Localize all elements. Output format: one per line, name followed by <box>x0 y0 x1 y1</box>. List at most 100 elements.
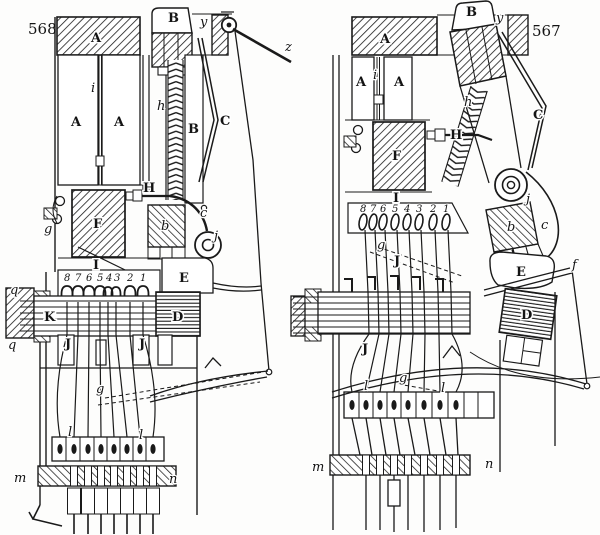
fig567-arm <box>441 0 528 202</box>
fig567-label-J-top: J <box>393 254 400 269</box>
fig568-harness-cords <box>56 334 156 438</box>
svg-text:4: 4 <box>403 204 410 215</box>
fig567-label-m: m <box>312 460 324 475</box>
fig568-takeup-lever <box>149 357 269 403</box>
fig568-label-g: g <box>44 222 52 237</box>
fig567-magnet-F <box>372 121 426 191</box>
fig567-label-E: E <box>516 265 526 280</box>
fig568-number: 568 <box>28 20 57 38</box>
fig567-link-H <box>426 128 493 142</box>
fig567-label-A-right: A <box>393 75 405 90</box>
fig568-label-J-right: J <box>138 337 145 352</box>
svg-text:5: 5 <box>97 273 103 284</box>
fig568-label-m: m <box>14 471 26 486</box>
fig567-label-g: g <box>377 238 385 253</box>
svg-text:6: 6 <box>86 273 93 284</box>
fig568-label-j: j <box>211 229 218 244</box>
fig568-comb-bar <box>37 465 177 487</box>
fig568-label-A-left: A <box>70 115 82 130</box>
svg-text:2: 2 <box>429 204 436 215</box>
svg-text:3: 3 <box>114 273 120 284</box>
fig568-label-C: C <box>220 114 230 129</box>
svg-text:7: 7 <box>370 204 377 215</box>
fig568-columns-A <box>57 54 141 186</box>
fig567-harness-cords <box>350 333 463 393</box>
fig568-block-b <box>147 204 186 248</box>
fig568-label-g2: g <box>96 382 104 397</box>
fig568-cord-E <box>212 282 262 292</box>
fig567-needle-numbers: 8 7 6 5 4 3 2 1 <box>359 203 450 216</box>
svg-text:1: 1 <box>443 204 449 215</box>
svg-text:6: 6 <box>380 204 387 215</box>
fig568-label-c: c <box>200 206 208 221</box>
fig568-needle-box <box>5 287 201 343</box>
fig567-label-h: h <box>464 95 472 110</box>
fig567-box-D <box>498 287 558 367</box>
fig568-label-i: i <box>91 81 95 96</box>
fig568-spring-h <box>167 60 184 200</box>
svg-text:7: 7 <box>75 273 82 284</box>
fig567-shoe-E <box>489 251 556 290</box>
fig567-needle-box <box>290 288 471 342</box>
figure-567: 567 A A A i B y h C H F I 8 7 6 5 4 3 2 … <box>290 0 600 532</box>
fig567-lever-C <box>497 31 547 171</box>
fig567-dashed-wires <box>369 246 463 284</box>
fig568-label-b: b <box>161 219 169 234</box>
fig567-needle-wires <box>364 229 453 335</box>
fig568-needle-hooks <box>60 285 150 302</box>
fig568-bracket-E <box>161 257 214 294</box>
fig568-label-l-right: l <box>139 428 143 443</box>
fig568-pulley <box>220 11 238 34</box>
fig567-takeup-lever <box>331 344 600 399</box>
fig567-number: 567 <box>532 22 561 40</box>
fig567-selector-hooks <box>344 275 444 292</box>
fig567-label-D: D <box>521 308 532 323</box>
fig568-label-I: I <box>93 258 99 273</box>
svg-text:4: 4 <box>105 273 112 284</box>
fig568-bottom-rods <box>67 487 160 534</box>
fig567-rod-f <box>571 269 591 390</box>
svg-text:2: 2 <box>126 273 133 284</box>
svg-text:5: 5 <box>392 204 398 215</box>
fig568-label-n: n <box>169 472 177 487</box>
fig568-label-B-top: B <box>168 11 179 26</box>
svg-text:3: 3 <box>416 204 422 215</box>
fig567-columns-A <box>351 56 413 121</box>
fig568-label-z: z <box>284 40 292 55</box>
fig568-label-A-right: A <box>113 115 125 130</box>
fig567-hanging-rods <box>499 292 556 472</box>
fig567-label-i: i <box>373 68 377 83</box>
fig568-label-D: D <box>172 310 183 325</box>
fig568-lever-C <box>197 37 219 183</box>
fig568-label-H: H <box>143 181 155 196</box>
fig567-beam-A <box>351 16 438 56</box>
fig567-label-H: H <box>450 128 462 143</box>
fig567-label-y: y <box>495 11 504 26</box>
fig568-link-H <box>125 189 209 232</box>
fig567-bottom-rods <box>351 417 459 532</box>
svg-text:8: 8 <box>360 204 366 215</box>
fig567-label-I: I <box>393 191 399 206</box>
fig567-comb-bar <box>329 454 471 476</box>
fig568-needle-wires <box>66 302 144 335</box>
fig568-rod-z <box>232 27 292 64</box>
fig567-label-c: c <box>541 218 549 233</box>
fig568-slide-bar-B <box>184 54 204 204</box>
figure-568: 568 A A A i B y z h B C H g F b c j I E … <box>5 7 293 534</box>
fig568-label-l-left: l <box>68 425 72 440</box>
fig567-label-b: b <box>507 220 515 235</box>
fig568-label-q-top: q <box>10 283 18 298</box>
fig567-label-F: F <box>392 149 402 164</box>
fig567-hanger-y <box>507 14 529 56</box>
fig567-eyelet-bar <box>343 391 495 419</box>
fig568-label-q-bottom: q <box>8 338 16 353</box>
fig567-armature-g <box>343 124 364 154</box>
fig568-label-J-left: J <box>64 337 71 352</box>
fig567-label-f: f <box>571 258 579 273</box>
fig568-label-y: y <box>199 15 208 30</box>
fig567-label-n: n <box>485 457 493 472</box>
fig568-label-E: E <box>179 271 189 286</box>
fig567-label-l-left: l <box>364 379 368 394</box>
fig567-label-C: C <box>533 108 543 123</box>
